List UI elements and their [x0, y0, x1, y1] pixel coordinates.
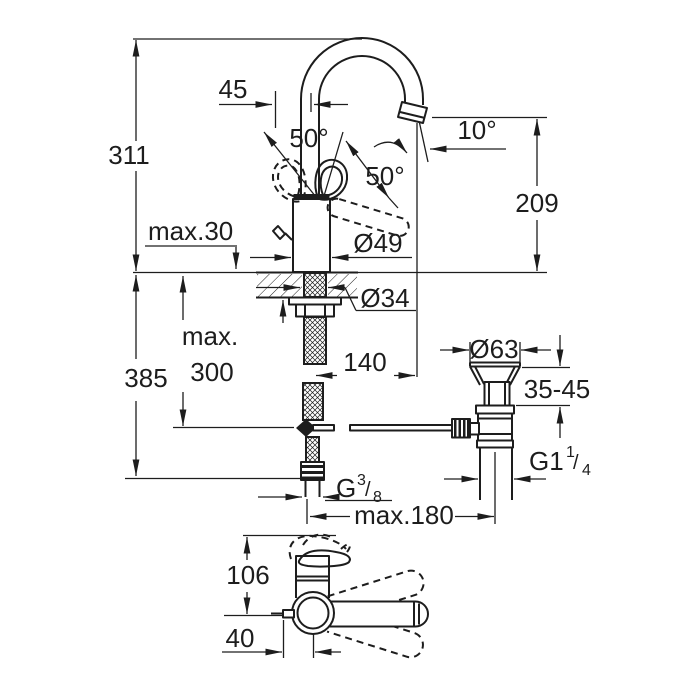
label-140: 140 [343, 347, 386, 377]
label-106: 106 [226, 560, 269, 590]
hose-end [304, 480, 321, 497]
spout-solid [309, 600, 429, 628]
spout-top-view [309, 569, 429, 659]
waste-locknut [475, 404, 515, 415]
handle-position-right-dashed [326, 197, 410, 237]
label-311: 311 [108, 140, 149, 170]
popup-rod-left [312, 424, 335, 432]
loop-handle [314, 158, 349, 201]
popup-rod-joint [296, 419, 316, 437]
svg-text:/: / [573, 452, 579, 474]
svg-text:4: 4 [582, 462, 591, 479]
faucet-body [292, 198, 331, 273]
spout-inner [318, 55, 406, 196]
rod-clamp-bracket [469, 422, 480, 436]
label-50-left: 50° [289, 123, 328, 153]
label-300: 300 [190, 357, 233, 387]
label-max-word: max. [182, 321, 238, 351]
handle-top-paddle [297, 549, 351, 568]
body-cap [293, 194, 330, 200]
waste-body-base [476, 439, 514, 449]
label-50-right: 50° [365, 161, 404, 191]
supply-hose-upper [303, 316, 327, 365]
svg-text:G1: G1 [529, 446, 564, 476]
front-view [256, 37, 453, 497]
dimension-lines [125, 38, 570, 658]
dimension-labels: 311 45 50° 50° 10° 209 max.30 Ø49 Ø34 ma… [108, 74, 591, 653]
hose-braid [305, 436, 320, 463]
label-dia63: Ø63 [469, 334, 518, 364]
label-dia49: Ø49 [353, 228, 402, 258]
handle-position-left-dashed [271, 158, 307, 203]
threaded-shank [303, 272, 327, 298]
supply-hose-lower [302, 382, 324, 421]
svg-text:/: / [365, 479, 371, 501]
deck-hatch-left [257, 274, 302, 297]
svg-text:8: 8 [373, 489, 382, 506]
label-35-45: 35-45 [524, 374, 591, 404]
handle-top-dashed-2 [302, 533, 335, 546]
spout-swivel-up-dashed [327, 569, 425, 622]
mounting-washer [288, 296, 342, 306]
deck-hatch-right [328, 274, 357, 297]
svg-text:3: 3 [357, 472, 366, 489]
label-40: 40 [226, 623, 255, 653]
label-385: 385 [124, 363, 167, 393]
spout-outer [300, 37, 424, 196]
top-view [271, 533, 429, 659]
label-dia34: Ø34 [360, 283, 409, 313]
popup-rod-right [349, 424, 453, 432]
label-g-three-eighths: G 3 / 8 [336, 472, 382, 506]
svg-text:1: 1 [566, 444, 575, 461]
escutcheon-inner [296, 596, 330, 630]
label-209: 209 [515, 188, 558, 218]
waste-assembly [451, 361, 521, 500]
waste-tailpiece [479, 447, 513, 500]
label-max30: max.30 [148, 216, 233, 246]
mounting-nut [295, 303, 335, 318]
svg-text:G: G [336, 473, 356, 503]
label-10deg: 10° [457, 115, 496, 145]
label-max180: max.180 [354, 500, 454, 530]
waste-flange [469, 361, 521, 368]
popup-knob [284, 232, 293, 241]
label-g1-quarter: G1 1 / 4 [529, 444, 591, 479]
waste-cone [469, 366, 521, 386]
handle-top-dashed-3 [340, 543, 351, 553]
spout-swivel-down-dashed [326, 606, 424, 659]
label-45: 45 [219, 74, 248, 104]
